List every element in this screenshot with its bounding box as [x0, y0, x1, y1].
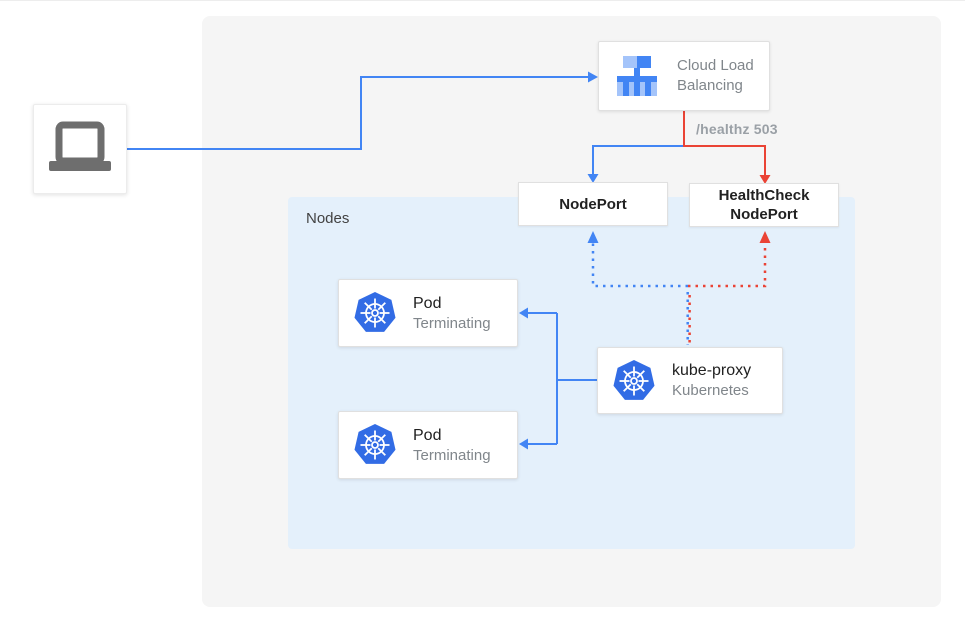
- clb-label-line1: Cloud Load: [677, 57, 754, 74]
- nodeport-label: NodePort: [559, 195, 627, 213]
- kubernetes-icon: [353, 423, 397, 467]
- healthcheck-nodeport-node: HealthCheck NodePort: [689, 183, 839, 227]
- laptop-icon: [47, 121, 113, 177]
- pod2-title: Pod: [413, 426, 442, 444]
- healthz-503-label: /healthz 503: [696, 121, 778, 137]
- pod-terminating-node-1: Pod Terminating: [338, 279, 518, 347]
- cloud-load-balancing-node: Cloud Load Balancing: [598, 41, 770, 111]
- pod1-title: Pod: [413, 294, 442, 312]
- client-node: [33, 104, 127, 194]
- clb-label-line2: Balancing: [677, 77, 743, 94]
- pod2-status: Terminating: [413, 446, 491, 464]
- pod1-status: Terminating: [413, 314, 491, 332]
- kube-proxy-node: kube-proxy Kubernetes: [597, 347, 783, 414]
- pod-terminating-node-2: Pod Terminating: [338, 411, 518, 479]
- kube-proxy-subtitle: Kubernetes: [672, 382, 749, 399]
- healthcheck-label-line1: HealthCheck: [718, 187, 810, 204]
- kube-proxy-title: kube-proxy: [672, 362, 752, 379]
- healthcheck-label-line2: NodePort: [730, 206, 798, 223]
- cloud-load-balancing-icon: [613, 54, 661, 98]
- nodes-container-label: Nodes: [306, 210, 350, 227]
- nodeport-node: NodePort: [518, 182, 668, 226]
- kubernetes-icon: [612, 359, 656, 403]
- kubernetes-icon: [353, 291, 397, 335]
